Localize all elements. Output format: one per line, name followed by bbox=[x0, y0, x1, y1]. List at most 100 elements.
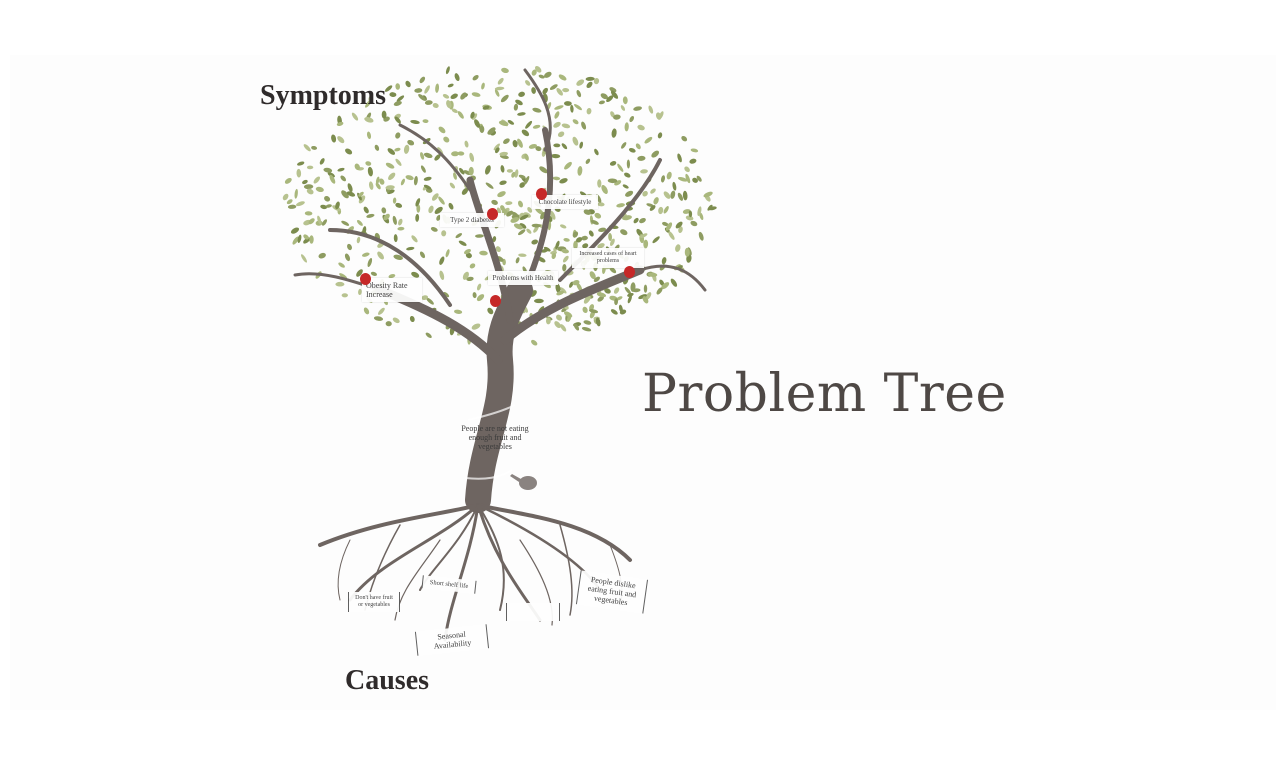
leaf bbox=[471, 113, 478, 120]
leaf bbox=[495, 246, 501, 253]
leaf bbox=[637, 155, 646, 161]
leaf bbox=[558, 74, 567, 81]
leaf bbox=[383, 213, 390, 221]
leaf bbox=[302, 179, 308, 185]
leaf bbox=[397, 226, 405, 231]
leaf bbox=[682, 209, 691, 214]
leaf bbox=[620, 105, 626, 111]
leaf bbox=[519, 223, 527, 229]
leaf bbox=[658, 206, 664, 215]
leaf bbox=[364, 117, 374, 123]
leaf bbox=[367, 166, 373, 177]
leaf bbox=[566, 314, 572, 322]
leaf bbox=[320, 204, 328, 210]
leaf bbox=[392, 215, 397, 225]
leaf bbox=[337, 167, 345, 172]
leaf bbox=[405, 80, 411, 88]
leaf bbox=[306, 188, 314, 195]
leaf bbox=[535, 207, 544, 215]
leaf bbox=[423, 184, 432, 190]
leaf bbox=[642, 190, 648, 197]
leaf bbox=[614, 298, 619, 306]
leaf bbox=[425, 332, 432, 339]
leaf bbox=[457, 111, 464, 119]
leaf bbox=[481, 82, 485, 90]
leaf bbox=[470, 111, 475, 119]
leaf bbox=[653, 197, 659, 205]
leaf bbox=[518, 229, 526, 236]
leaf bbox=[506, 169, 513, 173]
leaf bbox=[628, 147, 636, 153]
leaf bbox=[652, 236, 660, 244]
leaf bbox=[303, 184, 314, 190]
leaf bbox=[562, 264, 567, 272]
leaf bbox=[639, 233, 648, 238]
leaf bbox=[597, 202, 605, 207]
leaf bbox=[388, 274, 396, 279]
leaf bbox=[619, 309, 627, 315]
leaf bbox=[617, 163, 624, 172]
leaf bbox=[648, 105, 654, 114]
causes-label: Causes bbox=[345, 665, 430, 696]
leaf bbox=[443, 136, 450, 143]
leaf bbox=[476, 283, 482, 291]
leaf bbox=[672, 181, 677, 191]
leaf bbox=[318, 252, 326, 259]
leaf bbox=[366, 213, 375, 218]
leaf bbox=[633, 217, 639, 224]
leaf bbox=[445, 249, 450, 258]
leaf bbox=[629, 115, 635, 123]
core-problem-text: People are not eating enough fruit and v… bbox=[461, 424, 529, 451]
apple-icon bbox=[624, 266, 635, 278]
leaf bbox=[576, 237, 583, 243]
leaf bbox=[411, 235, 418, 243]
leaf bbox=[525, 80, 531, 86]
leaf bbox=[384, 85, 393, 92]
leaf bbox=[519, 182, 526, 188]
leaf bbox=[665, 222, 673, 231]
leaf bbox=[585, 76, 595, 81]
leaf bbox=[609, 161, 617, 166]
leaf bbox=[472, 74, 479, 81]
leaf bbox=[582, 243, 589, 249]
leaf bbox=[468, 166, 474, 176]
leaf bbox=[434, 154, 441, 161]
leaf bbox=[684, 247, 690, 257]
leaf bbox=[519, 214, 529, 221]
leaf bbox=[458, 240, 467, 246]
leaf bbox=[475, 234, 484, 238]
leaf bbox=[469, 263, 476, 269]
leaf bbox=[325, 204, 332, 208]
leaf bbox=[689, 158, 697, 164]
leaf bbox=[471, 92, 481, 97]
leaf bbox=[466, 276, 474, 282]
leaf bbox=[319, 158, 325, 165]
leaf bbox=[388, 172, 396, 181]
leaf bbox=[446, 100, 452, 109]
leaf bbox=[586, 81, 593, 89]
leaf bbox=[651, 150, 660, 158]
leaf bbox=[498, 120, 509, 126]
slide-title: Problem Tree bbox=[642, 364, 1007, 424]
leaf bbox=[698, 231, 704, 241]
leaf bbox=[346, 191, 356, 197]
leaf bbox=[607, 178, 618, 184]
leaf bbox=[460, 92, 467, 100]
leaf bbox=[620, 229, 628, 236]
leaf bbox=[418, 93, 426, 101]
leaf bbox=[398, 218, 403, 226]
leaf bbox=[471, 323, 481, 330]
leaf bbox=[374, 144, 380, 151]
leaf bbox=[426, 297, 434, 305]
leaf bbox=[528, 143, 537, 149]
leaf bbox=[500, 94, 509, 103]
leaf bbox=[690, 220, 698, 227]
leaf bbox=[515, 257, 520, 264]
leaf bbox=[650, 188, 656, 194]
leaf bbox=[338, 262, 345, 268]
leaf bbox=[395, 132, 401, 139]
leaf bbox=[609, 266, 617, 274]
leaf bbox=[284, 177, 292, 184]
leaf bbox=[681, 136, 688, 142]
